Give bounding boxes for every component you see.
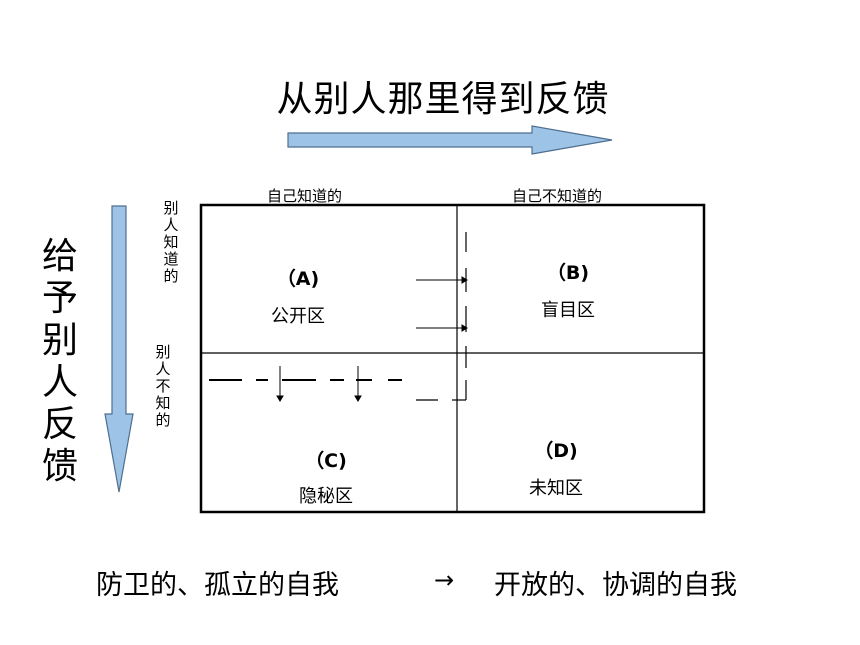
expanding-boundary-vertical: [416, 232, 467, 401]
column-label-self-doesnt-know: 自己不知道的: [512, 187, 603, 205]
row-label-others-know: 别人知道的: [163, 199, 179, 285]
quadrant-b-letter: （B): [546, 262, 590, 284]
bottom-left-text: 防卫的、孤立的自我: [96, 570, 339, 601]
left-title: 给予别人反馈: [41, 236, 78, 487]
quadrant-b-name: 盲目区: [541, 300, 595, 321]
diagram-title: 从别人那里得到反馈: [276, 79, 610, 120]
quadrant-c-letter: （C): [305, 450, 347, 472]
bottom-right-text: 开放的、协调的自我: [494, 570, 737, 601]
quadrant-a-letter: （A): [276, 268, 320, 290]
down-arrows: [276, 366, 362, 402]
vertical-arrow: [104, 205, 134, 493]
quadrant-d-letter: （D): [534, 440, 578, 462]
quadrant-a-name: 公开区: [271, 306, 325, 327]
column-label-self-knows: 自己知道的: [267, 187, 343, 205]
quadrant-d-name: 未知区: [529, 478, 583, 499]
right-arrows: [416, 276, 468, 332]
row-label-others-dont-know: 别人不知的: [155, 343, 171, 429]
horizontal-arrow: [287, 125, 613, 155]
quadrant-c-name: 隐秘区: [299, 486, 353, 507]
bottom-arrow: →: [433, 566, 455, 594]
